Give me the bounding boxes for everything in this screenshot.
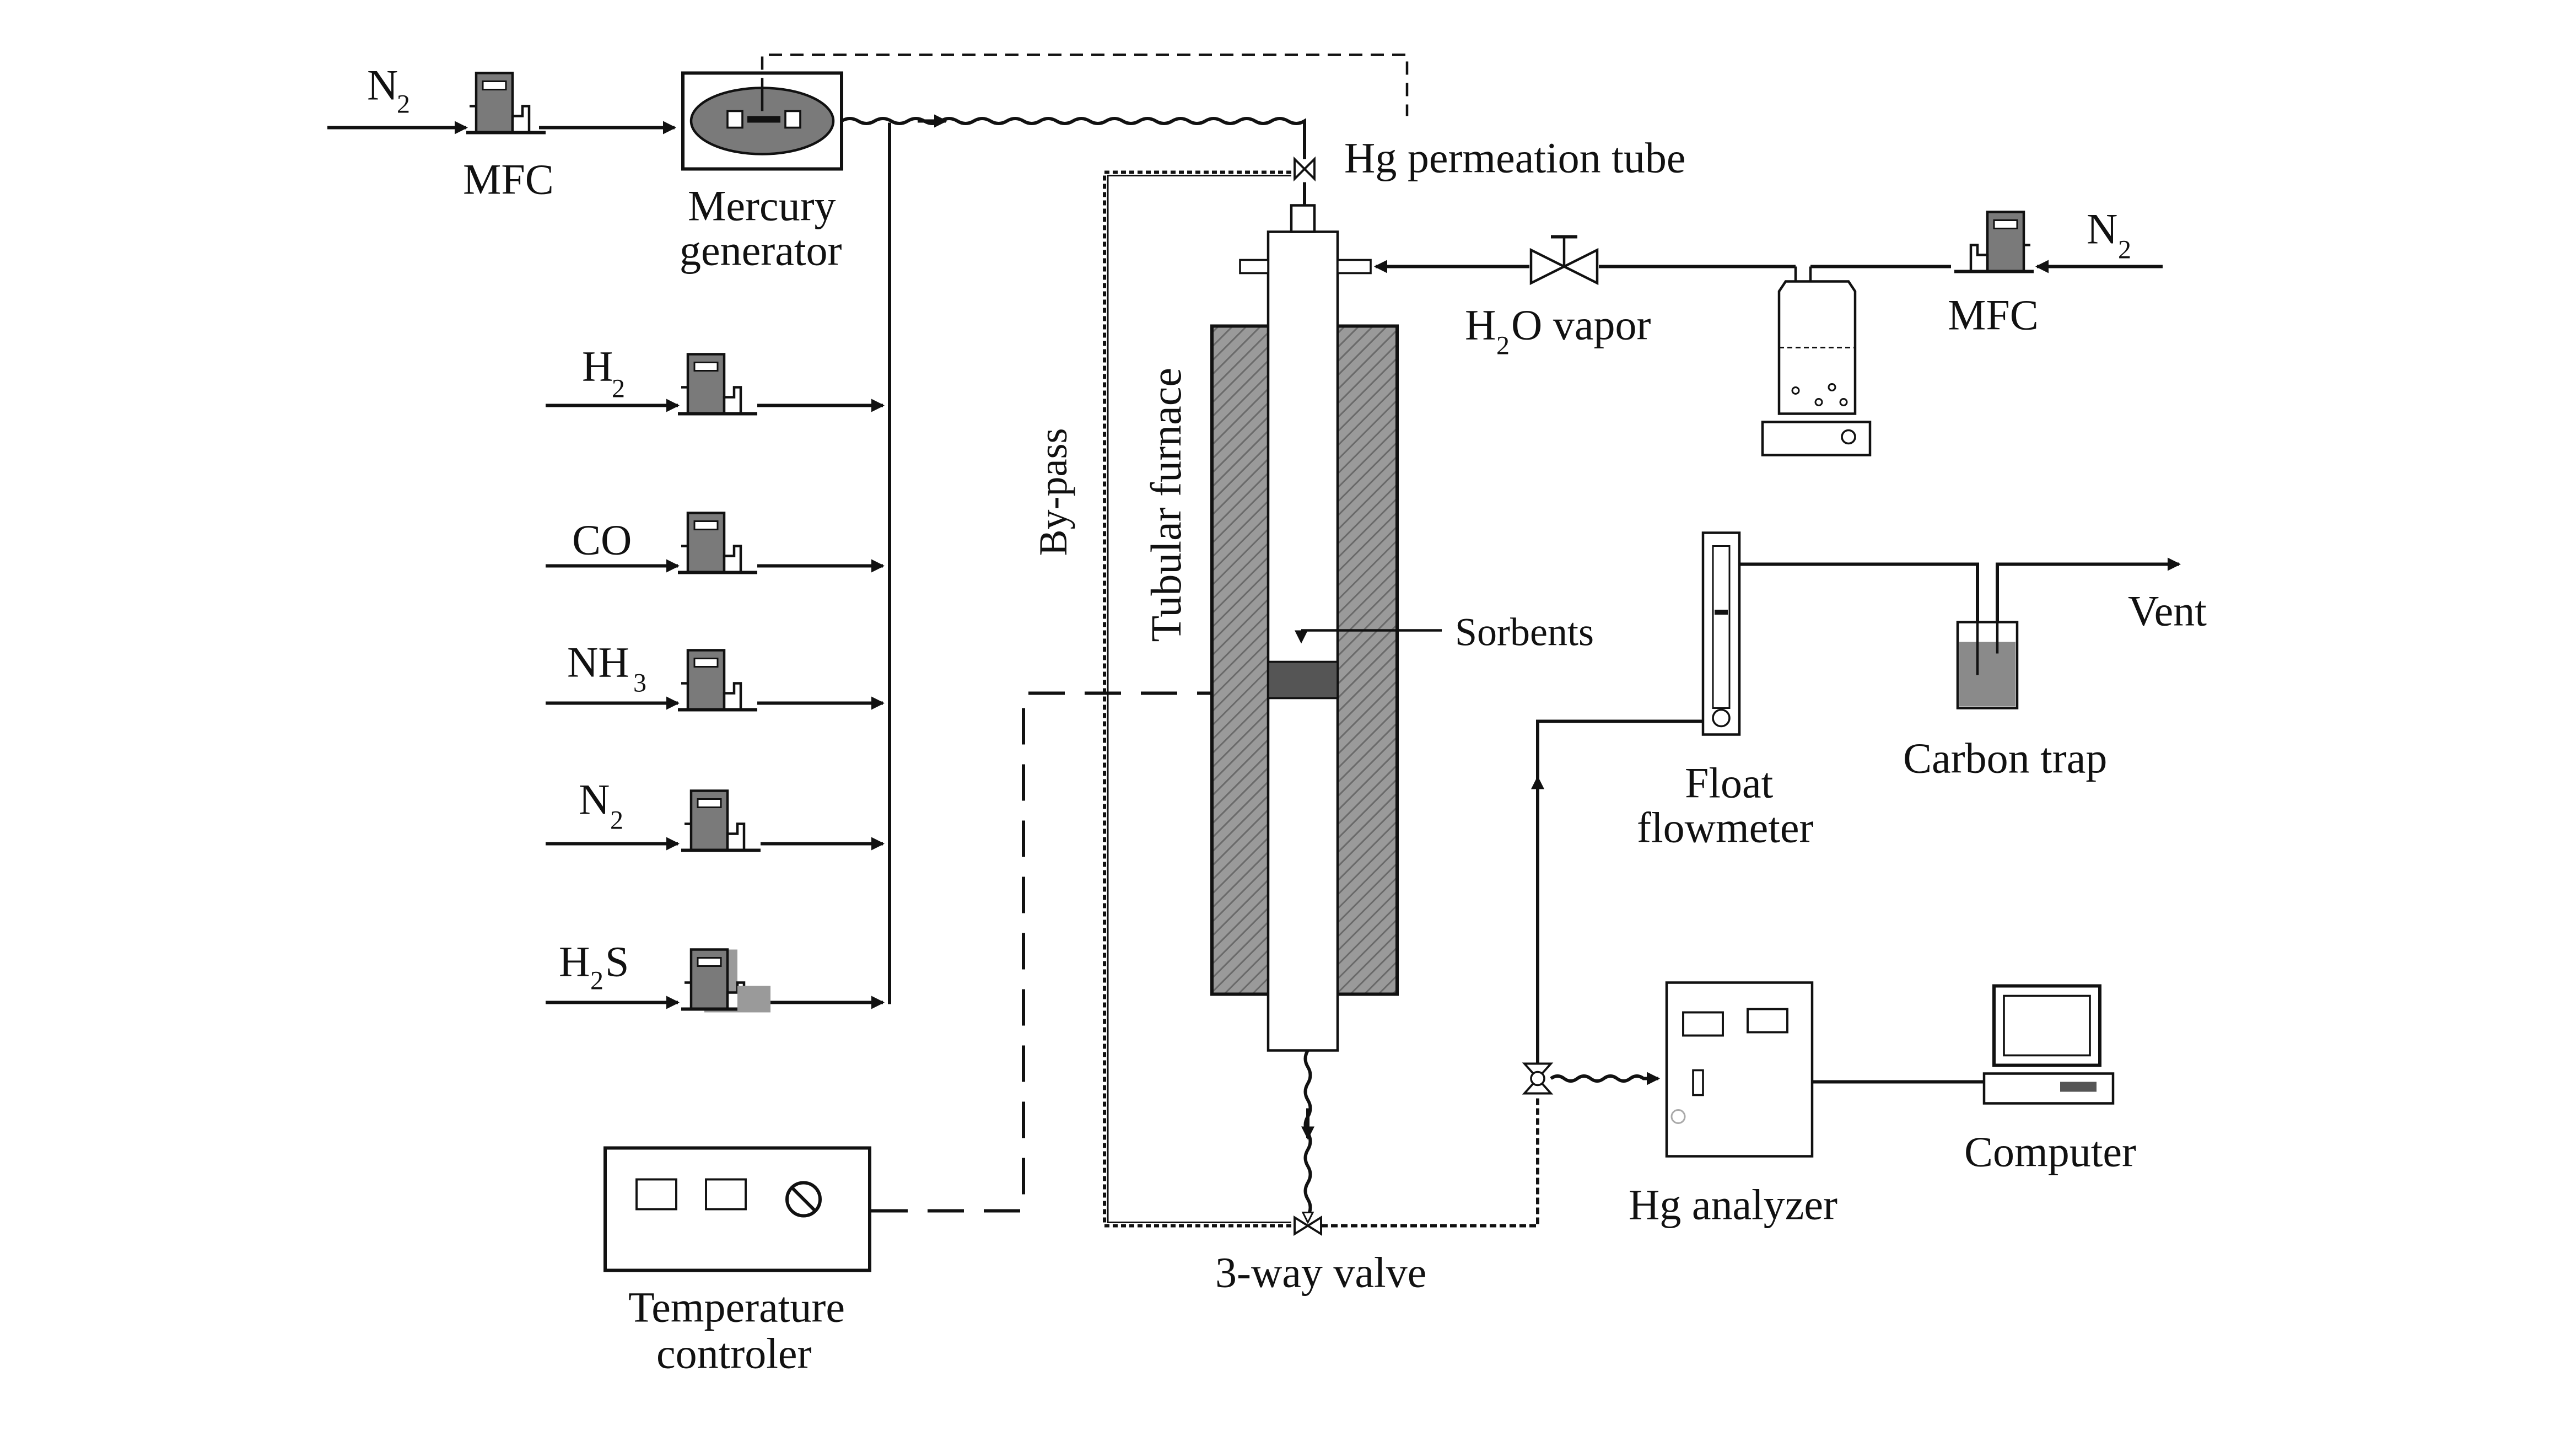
h2o-vapor-branch (1374, 260, 1951, 396)
temperature-controller-icon[interactable] (603, 1146, 871, 1272)
svg-text:2: 2 (612, 374, 625, 404)
computer-label: Computer (1964, 1128, 2136, 1176)
svg-text:2: 2 (1496, 331, 1510, 361)
hg-analyzer-icon[interactable] (1665, 981, 1814, 1158)
co-label: CO (572, 516, 632, 564)
h2-feed: H 2 (546, 342, 885, 414)
h2s-label: H (559, 938, 590, 986)
h2o-valve-icon[interactable] (1529, 235, 1599, 286)
three-way-valve-label: 3-way valve (1215, 1249, 1426, 1297)
mfc-top-icon[interactable] (466, 73, 546, 133)
float-flowmeter-label-2: flowmeter (1637, 804, 1814, 852)
svg-text:S: S (605, 938, 629, 986)
sorbents-label: Sorbents (1455, 610, 1594, 654)
n2-mid-feed: N 2 (546, 776, 885, 851)
heated-line-top (840, 117, 1306, 159)
nh3-feed: NH 3 (546, 638, 885, 710)
h2s-feed: H 2 S (546, 938, 885, 1013)
mercury-generator-label-2: generator (680, 227, 842, 275)
bypass-label: By-pass (1031, 428, 1075, 556)
float-flowmeter-icon[interactable] (1701, 531, 1741, 736)
svg-text:2: 2 (2118, 235, 2131, 265)
analyzer-split-valve-icon[interactable] (1522, 1062, 1554, 1095)
n2-right-feed: N 2 MFC (1948, 205, 2163, 339)
co-feed: CO (546, 513, 885, 573)
mfc-top-label: MFC (463, 155, 554, 203)
vent-label: Vent (2128, 587, 2207, 635)
mfc-right-icon[interactable] (1954, 212, 2034, 272)
n2-mid-label: N (579, 776, 610, 824)
svg-text:O vapor: O vapor (1511, 301, 1651, 349)
hg-permeation-tube-label: Hg permeation tube (1344, 134, 1685, 182)
temperature-controller-label-2: controler (656, 1330, 812, 1378)
carbon-trap-icon[interactable] (1956, 564, 2019, 709)
mfc-h2-icon[interactable] (678, 354, 757, 414)
hg-analyzer-label: Hg analyzer (1629, 1181, 1837, 1229)
computer-icon[interactable] (1982, 984, 2115, 1105)
mfc-co-icon[interactable] (678, 513, 757, 573)
mfc-right-label: MFC (1948, 291, 2039, 339)
nh3-label: NH (567, 638, 629, 686)
bypass-line: By-pass (1031, 170, 1291, 1228)
hg-signal-dashed-line (761, 53, 1409, 116)
tubular-furnace-label: Tubular furnace (1142, 368, 1190, 642)
mfc-h2s-icon[interactable] (681, 950, 770, 1013)
mfc-n2-icon[interactable] (681, 791, 761, 851)
svg-text:2: 2 (610, 806, 623, 835)
h2o-vapor-label: H (1465, 301, 1496, 349)
mercury-generator-label-1: Mercury (688, 182, 836, 230)
tubular-furnace: Tubular furnace (1142, 182, 1442, 1052)
n2-top-feed: N 2 MFC (327, 61, 676, 203)
three-way-valve-icon[interactable] (1294, 1212, 1322, 1236)
carbon-trap-label: Carbon trap (1903, 734, 2107, 782)
bubbler-icon[interactable] (1761, 280, 1872, 456)
svg-text:2: 2 (590, 966, 603, 996)
n2-right-label: N (2087, 205, 2117, 253)
h2-label: H (582, 342, 613, 390)
n2-top-label: N (367, 61, 398, 109)
to-analyzer-line (1550, 1072, 1660, 1085)
svg-text:2: 2 (397, 90, 410, 119)
float-flowmeter-label-1: Float (1685, 759, 1774, 807)
sorbent-bed (1267, 660, 1339, 700)
permeation-tube-valve-icon[interactable] (1294, 156, 1316, 182)
svg-text:3: 3 (633, 669, 646, 698)
temperature-control-dashed-line (871, 691, 1212, 1213)
mfc-nh3-icon[interactable] (678, 650, 757, 710)
temperature-controller-label-1: Temperature (628, 1283, 845, 1331)
outlet-to-analyzer-line (1321, 1095, 1539, 1228)
